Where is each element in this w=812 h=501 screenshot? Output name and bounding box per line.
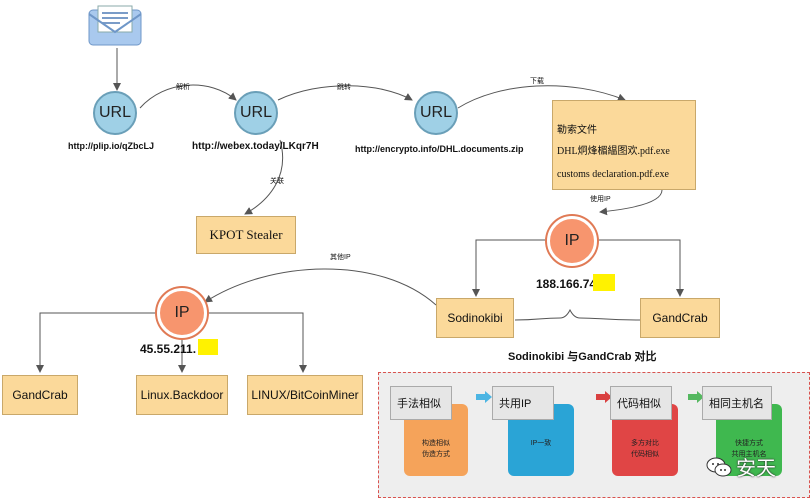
edge-ip-gandcrab: [598, 239, 684, 297]
edge-other-ip: [204, 268, 437, 306]
url-caption-3: http://encrypto.info/DHL.documents.zip: [355, 144, 524, 154]
edge-label-associate: 关联: [270, 178, 284, 185]
card-head-code-similar: 代码相似: [610, 386, 672, 420]
bitcoinminer-box: LINUX/BitCoinMiner: [247, 375, 363, 415]
ransom-title: 勒索文件: [557, 125, 597, 136]
url-node-3: URL: [414, 91, 458, 135]
ip-node-left: IP: [157, 288, 207, 338]
ip-address-right: 188.166.74: [536, 277, 597, 291]
watermark: 安天: [706, 452, 776, 481]
edge-label-use-ip: 使用IP: [590, 196, 611, 203]
card-text-hostname-2: 共用主机名: [731, 451, 767, 458]
envelope-icon: [88, 4, 142, 46]
card-text-code-2: 代码相似: [631, 451, 659, 458]
card-text-code-1: 多方对比: [631, 440, 659, 447]
gandcrab-box-right: GandCrab: [640, 298, 720, 338]
url-caption-2: http://webex.today/LKqr7H: [192, 141, 319, 152]
edge-label-download: 下载: [530, 78, 544, 85]
card-head-hostname: 相同主机名: [702, 386, 772, 420]
ip-address-left: 45.55.211.: [140, 342, 197, 356]
edge-ip-miner: [206, 312, 307, 373]
redaction-left: [198, 339, 218, 355]
ransom-files-box: 勒索文件 DHL炯烽楣緼图欢.pdf.exe customs declarati…: [552, 100, 696, 190]
card-text-hostname-1: 快捷方式: [735, 440, 763, 447]
wechat-icon: [706, 457, 732, 476]
edge-label-redirect: 跳转: [337, 84, 351, 91]
url-node-2: URL: [234, 91, 278, 135]
edge-download: [457, 85, 626, 109]
watermark-text: 安天: [736, 458, 776, 480]
edge-ip-gandcrab-left: [36, 312, 155, 373]
comparison-brace: [514, 308, 641, 321]
ip-node-right: IP: [547, 216, 597, 266]
linux-backdoor-box: Linux.Backdoor: [136, 375, 228, 415]
redaction-right: [593, 274, 615, 291]
ransom-file-2: customs declaration.pdf.exe: [557, 169, 669, 180]
card-head-technique: 手法相似: [390, 386, 452, 420]
card-text-technique-1: 构造相似: [422, 440, 450, 447]
edge-redirect: [277, 85, 413, 101]
sodinokibi-box: Sodinokibi: [436, 298, 514, 338]
edge-label-parse: 解析: [176, 84, 190, 91]
card-text-technique-2: 伪造方式: [422, 451, 450, 458]
edge-use-ip: [599, 189, 663, 216]
edge-ip-sodinokibi: [472, 239, 545, 297]
edge-associate: [244, 139, 284, 215]
arrow-right-icon: [476, 391, 492, 403]
kpot-stealer-box: KPOT Stealer: [196, 216, 296, 254]
gandcrab-box-left: GandCrab: [2, 375, 78, 415]
edge-label-other-ip: 其他IP: [330, 254, 351, 261]
url-caption-1: http://plip.io/qZbcLJ: [68, 141, 154, 151]
edge-parse: [139, 84, 237, 109]
arrow-right-icon: [596, 391, 612, 403]
card-text-shared-ip-1: IP一致: [530, 440, 552, 447]
comparison-title: Sodinokibi 与GandCrab 对比: [508, 351, 657, 363]
url-node-1: URL: [93, 91, 137, 135]
arrow-right-icon: [688, 391, 704, 403]
ransom-file-1: DHL炯烽楣緼图欢.pdf.exe: [557, 146, 670, 157]
card-head-shared-ip: 共用IP: [492, 386, 554, 420]
